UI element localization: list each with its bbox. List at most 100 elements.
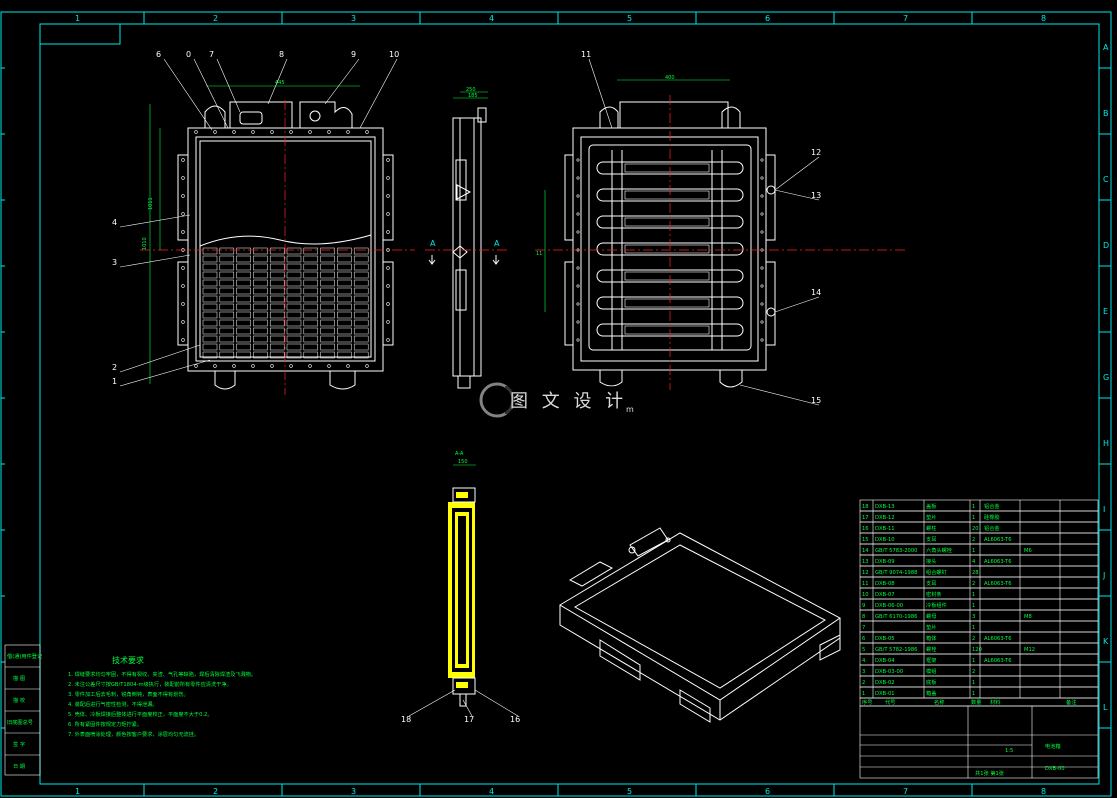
bom-name: 密封条	[926, 590, 942, 598]
bom-name: 接头	[926, 557, 936, 565]
section-marker-right: A	[494, 239, 500, 248]
cell	[219, 351, 235, 359]
cell	[337, 263, 352, 271]
note-line-1: 1. 焊缝要求均匀牢固，不得有裂纹、夹渣、气孔等缺陷，焊后清除焊渣及飞溅物。	[68, 670, 256, 678]
bom-no: 7	[862, 625, 865, 631]
bom-code: DXB-13	[875, 504, 895, 510]
cell	[202, 335, 218, 343]
bom-code: DXB-09	[875, 559, 895, 565]
cell	[337, 247, 352, 255]
cell	[253, 303, 268, 311]
bom-material: 铝合金	[984, 502, 1000, 510]
title-block[interactable]: 电池箱 DXB-00 1:5 共1张 第1张	[859, 705, 1099, 779]
cell	[253, 263, 268, 271]
cell	[219, 311, 235, 319]
cell	[269, 247, 285, 255]
zone-col-5: 5	[627, 14, 632, 23]
isometric-view[interactable]	[559, 527, 841, 723]
zone-col-2: 2	[213, 14, 218, 23]
cell	[269, 255, 285, 263]
left-strip: 借(通)用件登记 描 图 描 校 旧底图总号 签 字 日 期	[4, 644, 42, 776]
cell	[303, 255, 319, 263]
cell	[253, 319, 268, 327]
bom-name: 六角头螺栓	[926, 546, 953, 554]
cell	[202, 319, 218, 327]
zone-col-bottom-3: 3	[351, 787, 356, 796]
cell	[320, 335, 335, 343]
cell	[353, 263, 369, 271]
cell	[236, 343, 251, 351]
cell	[253, 327, 268, 335]
cell	[337, 351, 352, 359]
cell	[320, 311, 335, 319]
cell	[269, 319, 285, 327]
section-view[interactable]: A-A 150	[448, 451, 476, 707]
note-line-5: 5. 壳体、冷板焊接后整体进行平面度校正，平面度不大于0.2。	[68, 710, 213, 718]
cell	[219, 335, 235, 343]
bom-no: 8	[862, 614, 865, 620]
bom-qty: 1	[972, 658, 975, 664]
cell	[269, 311, 285, 319]
cell	[269, 295, 285, 303]
cell	[202, 287, 218, 295]
cell	[286, 287, 302, 295]
bom-name: 箱盖	[926, 689, 936, 697]
cell	[219, 263, 235, 271]
cell	[202, 351, 218, 359]
cell	[269, 279, 285, 287]
cell	[337, 279, 352, 287]
bom-name: 底板	[926, 678, 937, 686]
zone-row-D: D	[1103, 241, 1109, 250]
bom-code: DXB-02	[875, 680, 895, 686]
dim-rear-top: 400	[665, 75, 675, 81]
bom-no: 11	[862, 581, 869, 587]
bom-name: 螺柱	[926, 524, 936, 532]
bom-qty: 120	[972, 647, 982, 653]
cell	[353, 303, 369, 311]
cell	[353, 279, 369, 287]
cell	[303, 295, 319, 303]
bom-name: 框架	[926, 656, 936, 664]
balloon-front-1: 1	[112, 377, 117, 386]
cell	[286, 295, 302, 303]
side-view[interactable]: 250 185 A A	[428, 87, 500, 389]
strip-3: 描 校	[13, 696, 25, 704]
bom-qty: 1	[972, 691, 975, 697]
cell	[286, 327, 302, 335]
front-view[interactable]	[177, 101, 764, 390]
cell	[353, 287, 369, 295]
zone-col-3: 3	[351, 14, 356, 23]
bom-qty: 1	[972, 515, 975, 521]
section-label: A-A	[455, 451, 464, 457]
cell	[286, 303, 302, 311]
bom-name: 螺母	[926, 612, 936, 620]
cell	[236, 279, 251, 287]
cell	[236, 327, 251, 335]
zone-col-1: 1	[75, 14, 80, 23]
title-code: DXB-00	[1045, 766, 1065, 772]
balloon-rear-15: 15	[811, 396, 821, 405]
cell	[320, 295, 335, 303]
cell	[236, 247, 251, 255]
bom-no: 16	[862, 526, 869, 532]
watermark-sub: m	[626, 405, 634, 414]
zone-col-4: 4	[489, 14, 494, 23]
note-line-2: 2. 未注公差尺寸按GB/T1804-m级执行，装配前所有零件应清洗干净。	[68, 680, 232, 688]
cell	[269, 263, 285, 271]
cell	[320, 279, 335, 287]
cell	[353, 319, 369, 327]
balloon-front-3: 3	[112, 258, 117, 267]
cell	[253, 255, 268, 263]
cell	[236, 335, 251, 343]
bom-code: GB/T 5783-2000	[875, 548, 917, 554]
cell	[286, 279, 302, 287]
bom-qty: 2	[972, 581, 975, 587]
lug-bottom-right	[329, 371, 356, 390]
note-line-4: 4. 装配后进行气密性检测，不得泄漏。	[68, 700, 158, 708]
cell	[337, 319, 352, 327]
cell	[303, 279, 319, 287]
